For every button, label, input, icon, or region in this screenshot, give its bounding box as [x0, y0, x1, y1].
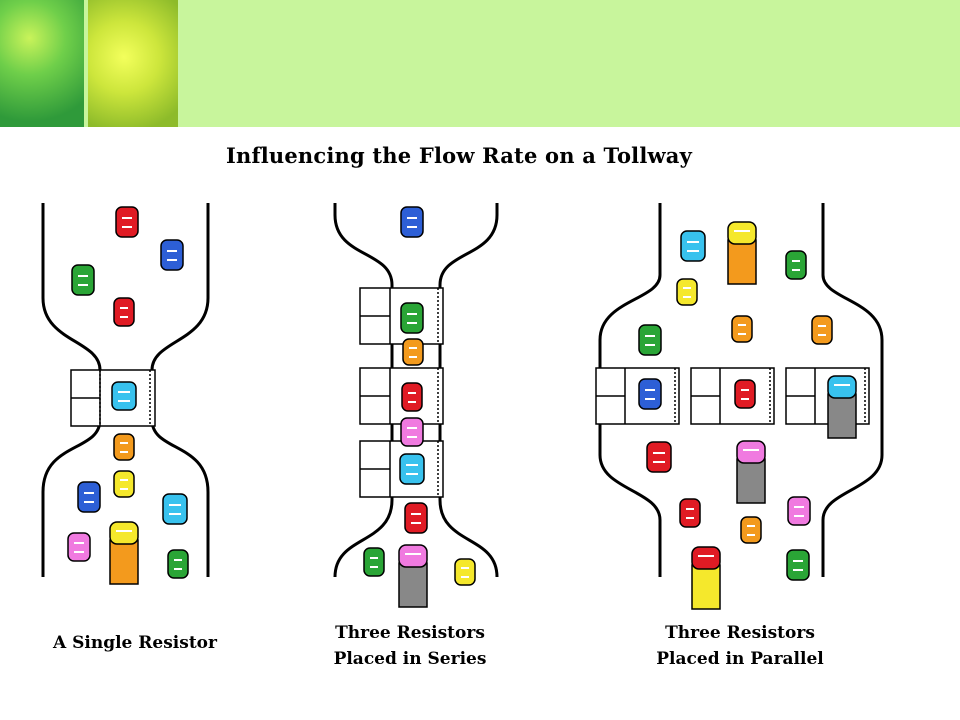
car-icon — [400, 417, 424, 447]
car-icon — [646, 441, 672, 473]
car-icon — [160, 239, 184, 271]
car-icon — [401, 382, 423, 412]
car-icon — [787, 496, 811, 526]
car-icon — [399, 453, 425, 485]
car-icon — [404, 502, 428, 534]
car-icon — [740, 516, 762, 544]
toll-booth-icon — [595, 367, 680, 425]
truck-icon — [827, 375, 857, 439]
lightbulb-photo — [0, 0, 84, 127]
car-icon — [77, 481, 101, 513]
vehicles — [67, 206, 857, 610]
truck-icon — [736, 440, 766, 504]
car-icon — [111, 381, 137, 411]
truck-icon — [109, 521, 139, 585]
car-icon — [785, 250, 807, 280]
car-icon — [676, 278, 698, 306]
road-series-right — [438, 203, 499, 578]
header-banner — [0, 0, 960, 127]
car-icon — [402, 338, 424, 366]
car-icon — [400, 302, 424, 334]
car-icon — [731, 315, 753, 343]
car-icon — [162, 493, 188, 525]
car-icon — [67, 532, 91, 562]
caption-single-resistor: A Single Resistor — [53, 633, 217, 653]
truck-icon — [691, 546, 721, 610]
toll-booths — [70, 287, 870, 498]
toll-booth-icon — [690, 367, 775, 425]
truck-icon — [398, 544, 428, 608]
lightbulb-photo — [88, 0, 178, 127]
road-parallel-right — [821, 203, 884, 577]
car-icon — [454, 558, 476, 586]
car-icon — [167, 549, 189, 579]
car-icon — [363, 547, 385, 577]
car-icon — [400, 206, 424, 238]
car-icon — [71, 264, 95, 296]
car-icon — [638, 324, 662, 356]
truck-icon — [727, 221, 757, 285]
diagram-title: Influencing the Flow Rate on a Tollway — [225, 143, 693, 168]
car-icon — [734, 379, 756, 409]
car-icon — [680, 230, 706, 262]
toll-booth-icon — [359, 367, 444, 425]
car-icon — [811, 315, 833, 345]
car-icon — [786, 549, 810, 581]
car-icon — [113, 297, 135, 327]
car-icon — [113, 470, 135, 498]
car-icon — [115, 206, 139, 238]
car-icon — [638, 378, 662, 410]
car-icon — [679, 498, 701, 528]
car-icon — [113, 433, 135, 461]
